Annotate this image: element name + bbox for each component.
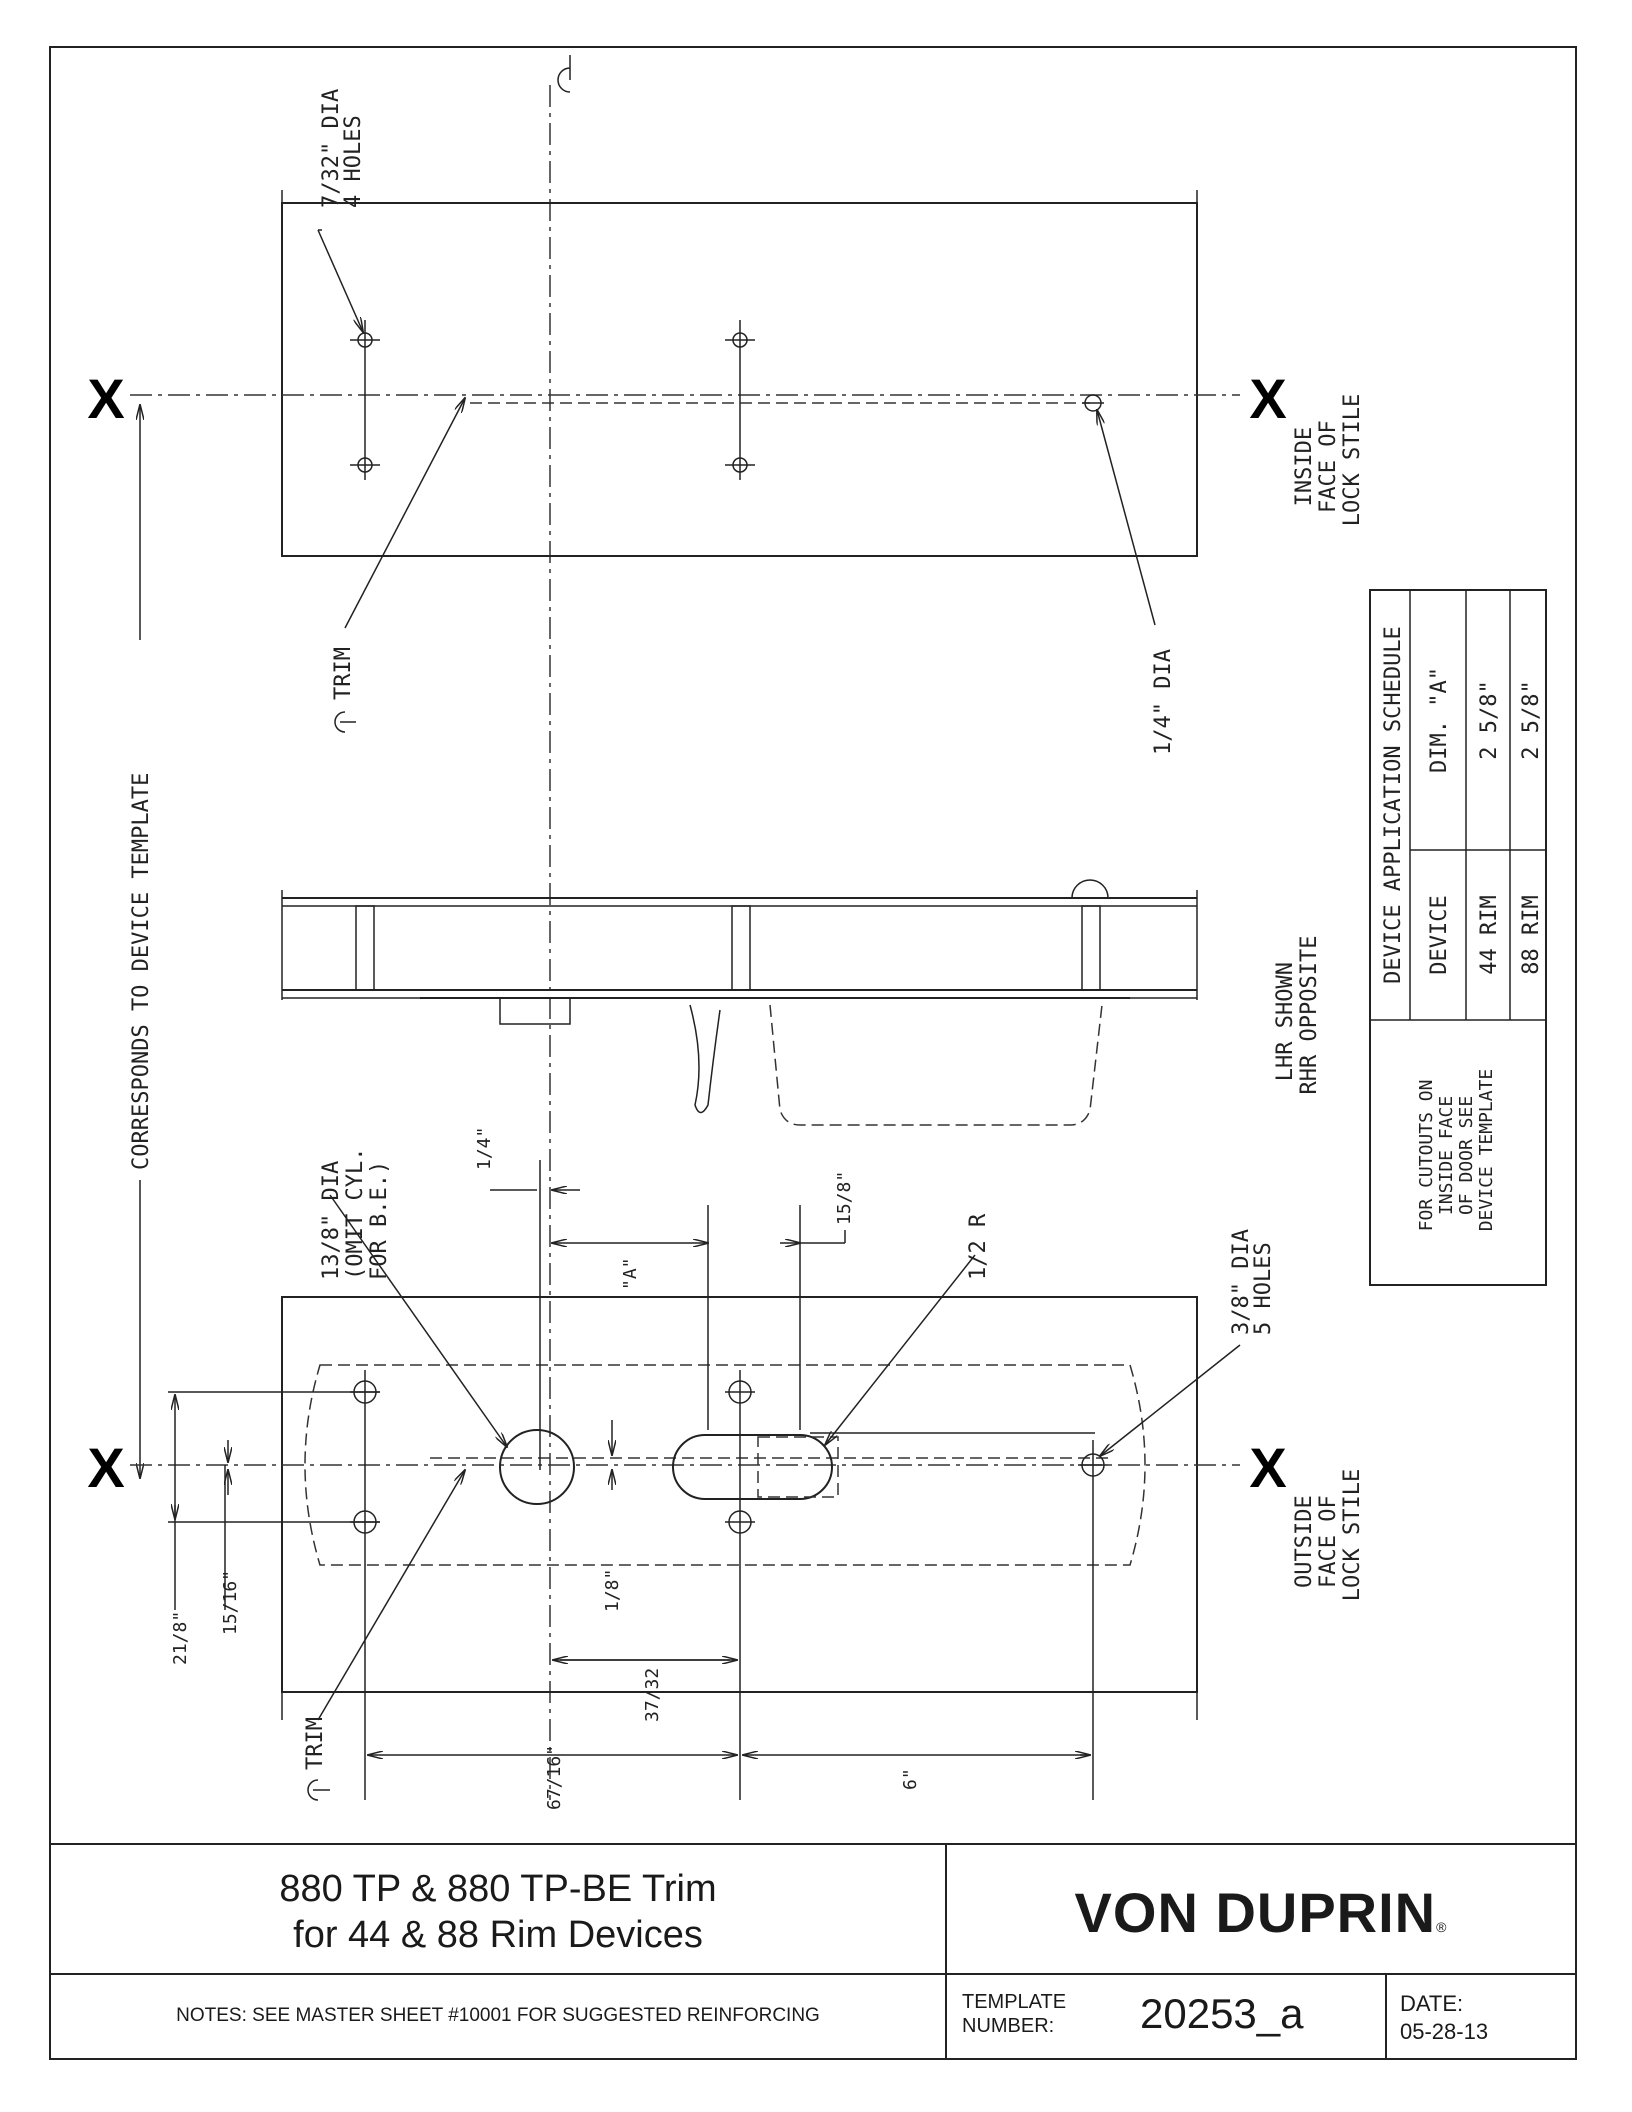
side-view-lever bbox=[420, 997, 1130, 1126]
trim-centerline-symbol-bottom bbox=[307, 1779, 330, 1801]
quarter-dia-label: 1/4" DIA bbox=[1151, 649, 1176, 755]
svg-text:88 RIM: 88 RIM bbox=[1519, 895, 1544, 974]
x-mark-outside-right: X bbox=[1249, 1436, 1286, 1499]
product-title: 880 TP & 880 TP-BE Trim for 44 & 88 Rim … bbox=[50, 1866, 946, 1958]
svg-text:DEVICE: DEVICE bbox=[1427, 895, 1452, 974]
x-mark-outside-left: X bbox=[87, 1436, 124, 1499]
trim-centerline-symbol-top bbox=[334, 711, 356, 733]
svg-text:44 RIM: 44 RIM bbox=[1477, 895, 1502, 974]
svg-text:X: X bbox=[1249, 1436, 1286, 1499]
device-schedule-table: DEVICE APPLICATION SCHEDULE DEVICE DIM. … bbox=[1369, 589, 1547, 1286]
dim-15-16-label: 15/16" bbox=[220, 1570, 241, 1635]
date-block: DATE: 05-28-13 bbox=[1400, 1990, 1488, 2046]
brand-logo: VON DUPRIN® bbox=[946, 1880, 1576, 1945]
svg-text:X: X bbox=[1249, 367, 1286, 430]
dim-1-4-label: 1/4" bbox=[474, 1127, 495, 1170]
inside-hole-group-left bbox=[350, 320, 380, 480]
svg-text:DEVICE APPLICATION SCHEDULE: DEVICE APPLICATION SCHEDULE bbox=[1381, 626, 1406, 984]
dim-67-16-label: 67/16" bbox=[544, 1745, 565, 1810]
notes-text: NOTES: SEE MASTER SHEET #10001 FOR SUGGE… bbox=[176, 2005, 820, 2026]
dim-6-label: 6" bbox=[900, 1768, 921, 1790]
trim-label-top: TRIM bbox=[331, 647, 356, 700]
cylinder-hole bbox=[499, 1429, 575, 1505]
dim-21-8-label: 21/8" bbox=[170, 1611, 191, 1665]
cylinder-dia-label: 13/8" DIA (OMIT CYL. FOR B.E.) bbox=[319, 1134, 392, 1280]
svg-text:X: X bbox=[87, 1436, 124, 1499]
brand-registered-mark: ® bbox=[1436, 1919, 1448, 1935]
svg-text:DIM. "A": DIM. "A" bbox=[1427, 667, 1452, 773]
lever-slot bbox=[672, 1434, 833, 1500]
half-r-label: 1/2 R bbox=[966, 1213, 991, 1280]
x-mark-inside-left: X bbox=[87, 367, 124, 430]
dim-1-8-label: 1/8" bbox=[602, 1569, 623, 1612]
title-line-2: for 44 & 88 Rim Devices bbox=[293, 1914, 703, 1956]
svg-text:2 5/8": 2 5/8" bbox=[1519, 680, 1544, 759]
dim-15-8-label: 15/8" bbox=[834, 1171, 855, 1225]
date-label: DATE: bbox=[1400, 1991, 1464, 2016]
brand-name: VON DUPRIN bbox=[1074, 1881, 1437, 1944]
corresponds-label: CORRESPONDS TO DEVICE TEMPLATE bbox=[129, 773, 154, 1170]
title-line-1: 880 TP & 880 TP-BE Trim bbox=[279, 1868, 717, 1910]
escutcheon-outline bbox=[304, 1364, 1146, 1566]
centerline-symbol bbox=[557, 55, 571, 93]
template-number: 20253_a bbox=[1140, 1990, 1304, 2037]
trim-label-bottom: TRIM bbox=[303, 1717, 328, 1770]
side-view-door bbox=[281, 879, 1198, 1000]
holes-7-32-label: 7/32" DIA4 HOLES bbox=[319, 89, 366, 208]
inside-door-section bbox=[281, 202, 1198, 557]
inside-hole-group-center bbox=[725, 320, 755, 480]
svg-text:2 5/8": 2 5/8" bbox=[1477, 680, 1502, 759]
x-mark-inside-right: X bbox=[1249, 367, 1286, 430]
holes-3-8-label: 3/8" DIA 5 HOLES bbox=[1229, 1216, 1276, 1335]
outside-face-label: OUTSIDE FACE OF LOCK STILE bbox=[1292, 1469, 1365, 1601]
lhr-label: LHR SHOWN RHR OPPOSITE bbox=[1273, 936, 1322, 1095]
svg-text:X: X bbox=[87, 367, 124, 430]
page-border bbox=[49, 46, 1577, 2060]
dim-a-label: "A" bbox=[620, 1257, 641, 1290]
dim-37-32-label: 37/32 bbox=[642, 1668, 663, 1722]
outside-holes bbox=[350, 1370, 1108, 1800]
svg-text:FOR CUTOUTS ON INSIDE FA: FOR CUTOUTS ON INSIDE FACE OF DOOR SEE D… bbox=[1416, 1069, 1497, 1232]
inside-face-label: INSIDE FACE OF LOCK STILE bbox=[1292, 394, 1365, 526]
date-value: 05-28-13 bbox=[1400, 2019, 1489, 2044]
template-label: TEMPLATE NUMBER: bbox=[962, 1991, 1067, 2037]
